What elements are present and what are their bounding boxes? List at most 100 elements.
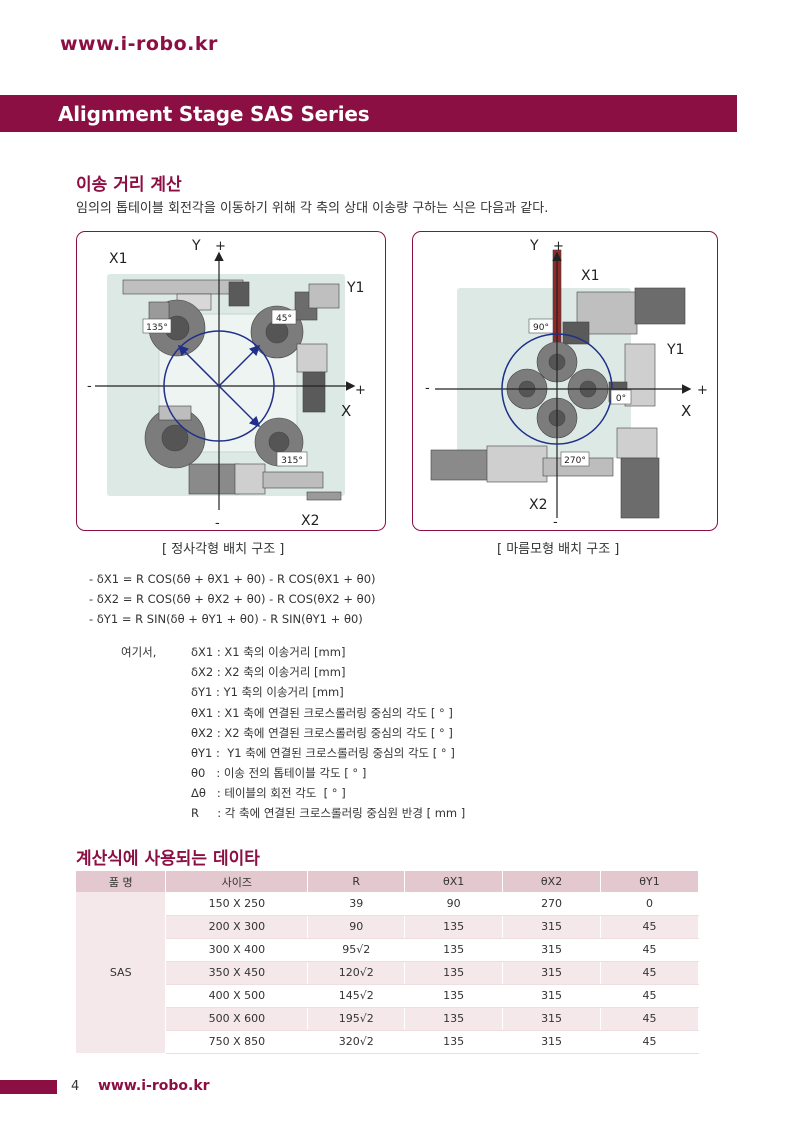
table-cell: 145√2 — [307, 984, 406, 1008]
table-cell: 45 — [600, 1030, 699, 1054]
angle-label-270: 270° — [564, 456, 586, 466]
diamond-layout-illustration: 90° 0° 270° Y + - + X - X1 Y1 X2 — [425, 238, 708, 530]
title-bar: Alignment Stage SAS Series — [0, 95, 737, 132]
definition-item: R : 각 축에 연결된 크로스롤러링 중심원 반경 [ mm ] — [191, 806, 466, 820]
table-cell: 90 — [307, 915, 406, 939]
y-axis-minus: - — [553, 515, 558, 530]
y-axis-plus: + — [215, 239, 226, 254]
table-cell: 39 — [307, 892, 406, 916]
definition-item: δX1 : X1 축의 이송거리 [mm] — [191, 645, 346, 659]
diagram-diamond-layout: 90° 0° 270° Y + - + X - X1 Y1 X2 — [412, 231, 718, 531]
table-cell: 400 X 500 — [165, 984, 309, 1008]
table-row: 350 X 450 120√2 135 315 45 — [76, 961, 699, 985]
table-cell: 135 — [404, 961, 504, 985]
product-name-cell: SAS — [76, 892, 167, 1054]
table-cell: 315 — [502, 1007, 602, 1031]
table-cell: 200 X 300 — [165, 915, 309, 939]
table-cell: 500 X 600 — [165, 1007, 309, 1031]
x2-label: X2 — [301, 513, 320, 529]
definition-item: δX2 : X2 축의 이송거리 [mm] — [191, 665, 346, 679]
table-cell: 45 — [600, 984, 699, 1008]
x-axis-label: X — [341, 402, 351, 420]
section-title-distance: 이송 거리 계산 — [76, 175, 182, 195]
table-cell: 750 X 850 — [165, 1030, 309, 1054]
x1-label: X1 — [109, 251, 128, 267]
angle-label-90: 90° — [533, 323, 549, 333]
x2-label: X2 — [529, 497, 548, 513]
table-row: 200 X 300 90 135 315 45 — [76, 915, 699, 939]
angle-label-135: 135° — [146, 323, 168, 333]
formula-dy1: - δY1 = R SIN(δθ + θY1 + θ0) - R SIN(θY1… — [89, 612, 363, 626]
y1-label: Y1 — [346, 280, 364, 296]
x-axis-minus: - — [87, 379, 92, 394]
table-cell: 45 — [600, 961, 699, 985]
x-axis-label: X — [681, 402, 691, 420]
data-table: 품 명 사이즈 R θX1 θX2 θY1 SAS 150 X 250 39 9… — [76, 871, 699, 1054]
table-cell: 315 — [502, 984, 602, 1008]
brand-logo-bottom[interactable]: www.i-robo.kr — [98, 1078, 210, 1094]
table-row: 500 X 600 195√2 135 315 45 — [76, 1007, 699, 1031]
table-cell: 135 — [404, 1007, 504, 1031]
x-axis-plus: + — [697, 383, 708, 398]
definition-item: θX2 : X2 축에 연결된 크로스롤러링 중심의 각도 [ ° ] — [191, 726, 453, 740]
table-cell: 315 — [502, 915, 602, 939]
col-header-size: 사이즈 — [165, 871, 309, 892]
x-axis-minus: - — [425, 381, 430, 396]
table-cell: 300 X 400 — [165, 938, 309, 962]
table-cell: 195√2 — [307, 1007, 406, 1031]
table-cell: 45 — [600, 1007, 699, 1031]
x-axis-plus: + — [355, 383, 366, 398]
table-cell: 45 — [600, 915, 699, 939]
table-header-row: 품 명 사이즈 R θX1 θX2 θY1 — [76, 871, 699, 892]
table-cell: 135 — [404, 915, 504, 939]
y-axis-label: Y — [529, 238, 539, 254]
caption-diamond-layout: [ 마름모형 배치 구조 ] — [497, 542, 620, 557]
col-header-theta-x2: θX2 — [502, 871, 602, 892]
y1-label: Y1 — [666, 342, 684, 358]
definition-item: θY1 : Y1 축에 연결된 크로스롤러링 중심의 각도 [ ° ] — [191, 746, 455, 760]
formula-dx2: - δX2 = R COS(δθ + θX2 + θ0) - R COS(θX2… — [89, 592, 376, 606]
angle-label-0: 0° — [616, 394, 626, 404]
table-row: 300 X 400 95√2 135 315 45 — [76, 938, 699, 962]
footer-accent-bar — [0, 1080, 57, 1094]
table-cell: 150 X 250 — [165, 892, 309, 916]
page-title: Alignment Stage SAS Series — [58, 102, 370, 126]
col-header-theta-y1: θY1 — [600, 871, 699, 892]
col-header-theta-x1: θX1 — [404, 871, 504, 892]
col-header-r: R — [307, 871, 406, 892]
table-cell: 135 — [404, 984, 504, 1008]
definition-item: θX1 : X1 축에 연결된 크로스롤러링 중심의 각도 [ ° ] — [191, 706, 453, 720]
y-axis-plus: + — [553, 239, 564, 254]
section-title-data: 계산식에 사용되는 데이타 — [76, 849, 260, 869]
table-cell: 135 — [404, 938, 504, 962]
definition-item: δY1 : Y1 축의 이송거리 [mm] — [191, 685, 344, 699]
col-header-product: 품 명 — [76, 871, 167, 892]
definition-item: θ0 : 이송 전의 톱테이블 각도 [ ° ] — [191, 766, 367, 780]
table-cell: 270 — [502, 892, 602, 916]
formula-dx1: - δX1 = R COS(δθ + θX1 + θ0) - R COS(θX1… — [89, 572, 376, 586]
table-row: 400 X 500 145√2 135 315 45 — [76, 984, 699, 1008]
caption-square-layout: [ 정사각형 배치 구조 ] — [162, 542, 285, 557]
table-cell: 315 — [502, 1030, 602, 1054]
table-cell: 0 — [600, 892, 699, 916]
diagram-square-layout: 135° 45° 315° Y + - + X - X1 Y1 X2 — [76, 231, 386, 531]
square-layout-illustration: 135° 45° 315° Y + - + X - X1 Y1 X2 — [87, 238, 366, 530]
table-cell: 315 — [502, 961, 602, 985]
y-axis-label: Y — [191, 238, 201, 254]
angle-label-315: 315° — [281, 456, 303, 466]
table-cell: 350 X 450 — [165, 961, 309, 985]
x1-label: X1 — [581, 268, 600, 284]
intro-text: 임의의 톱테이블 회전각을 이동하기 위해 각 축의 상대 이송량 구하는 식은… — [76, 201, 549, 216]
y-axis-minus: - — [215, 516, 220, 530]
table-row: SAS 150 X 250 39 90 270 0 — [76, 892, 699, 1054]
table-cell: 90 — [404, 892, 504, 916]
page-number: 4 — [71, 1079, 80, 1094]
table-cell: 320√2 — [307, 1030, 406, 1054]
angle-label-45: 45° — [276, 314, 292, 324]
table-row: 750 X 850 320√2 135 315 45 — [76, 1030, 699, 1054]
definitions-lead: 여기서, — [121, 645, 157, 659]
definition-item: Δθ : 테이블의 회전 각도 [ ° ] — [191, 786, 346, 800]
table-cell: 120√2 — [307, 961, 406, 985]
table-cell: 45 — [600, 938, 699, 962]
brand-logo-top[interactable]: www.i-robo.kr — [60, 33, 218, 55]
